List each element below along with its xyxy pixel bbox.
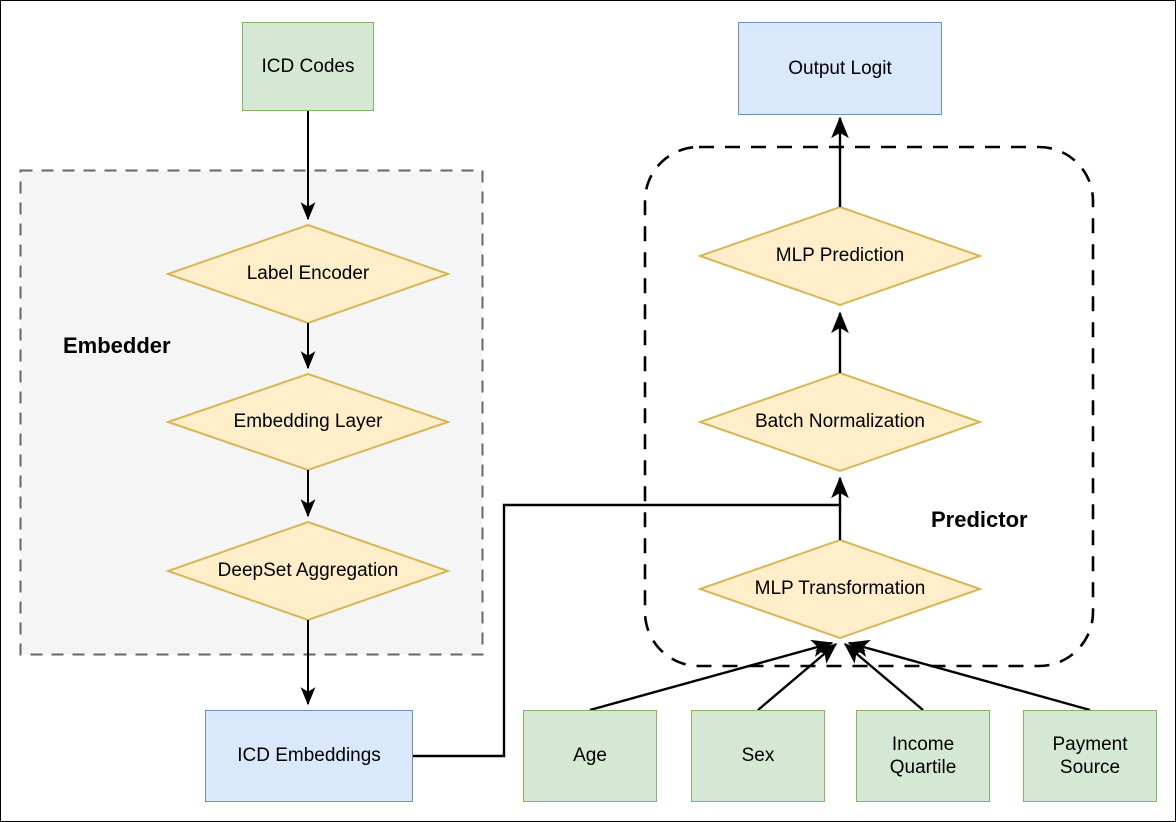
embedding-layer-label: Embedding Layer [233,411,383,432]
edge-age-to-mlp-transformation [589,639,834,712]
payment-source-label: Payment Source [1052,733,1128,778]
embedding-layer-diamond [164,372,452,472]
mlp-transformation-diamond [696,538,984,640]
age-label: Age [573,745,607,767]
predictor-group-label: Predictor [931,507,1028,532]
batch-normalization-label: Batch Normalization [754,411,926,432]
label-encoder-label: Label Encoder [246,263,370,284]
node-output-logit[interactable]: Output Logit [738,22,942,115]
deepset-aggregation-label: DeepSet Aggregation [217,560,399,581]
mlp-transformation-node[interactable]: MLP Transformation [700,569,980,609]
edge-sex-to-mlp-transformation [757,643,838,711]
embedder-group-label: Embedder [63,333,171,358]
embedding-layer-node[interactable]: Embedding Layer [168,402,448,442]
mlp-prediction-label: MLP Prediction [775,245,905,266]
income-quartile-label: Income Quartile [889,733,957,778]
sex-label: Sex [741,745,775,767]
label-encoder-node[interactable]: Label Encoder [168,254,448,294]
icd-embeddings-label: ICD Embeddings [237,745,381,767]
mlp-transformation-label: MLP Transformation [754,578,926,599]
batch-normalization-node[interactable]: Batch Normalization [700,402,980,442]
edge-payment-source-to-mlp-transformation [847,639,1091,712]
output-logit-label: Output Logit [788,57,892,79]
mlp-prediction-node[interactable]: MLP Prediction [700,236,980,276]
node-payment-source[interactable]: Payment Source [1023,710,1157,802]
node-income-quartile[interactable]: Income Quartile [856,710,990,802]
predictor-group-box [643,145,1095,668]
node-age[interactable]: Age [523,710,657,802]
deepset-aggregation-node[interactable]: DeepSet Aggregation [168,551,448,591]
node-sex[interactable]: Sex [691,710,825,802]
embedder-group-box [19,169,484,656]
deepset-aggregation-diamond [164,520,452,622]
icd-codes-label: ICD Codes [261,55,355,77]
label-encoder-diamond [164,223,452,325]
node-icd-codes[interactable]: ICD Codes [242,22,374,111]
batch-normalization-diamond [696,371,984,473]
mlp-prediction-diamond [696,205,984,307]
node-icd-embeddings[interactable]: ICD Embeddings [205,710,413,802]
edge-income-quartile-to-mlp-transformation [843,643,924,711]
